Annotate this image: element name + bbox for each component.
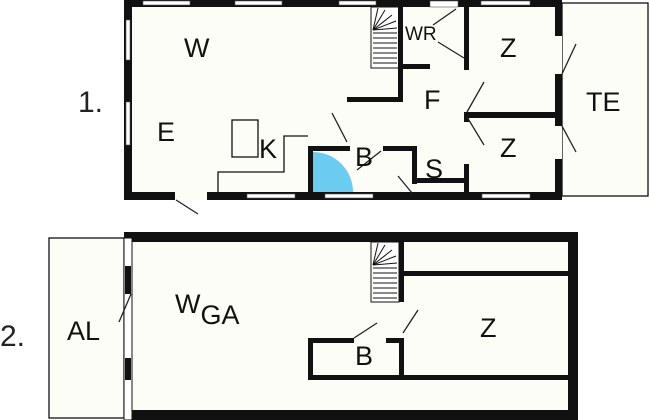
wall-bath <box>308 338 313 380</box>
room-label-living: W <box>184 33 210 63</box>
hall-door[interactable] <box>331 112 348 143</box>
window <box>234 0 283 6</box>
wc-door[interactable] <box>437 41 465 59</box>
wall-top <box>124 232 578 242</box>
window <box>142 0 191 6</box>
bedroom-door[interactable] <box>466 116 485 146</box>
entrance-door[interactable] <box>175 199 199 215</box>
room-label-terrace: TE <box>586 87 621 117</box>
floor-2-number: 2. <box>0 320 25 353</box>
wall-storage <box>402 271 568 276</box>
bedroom-door[interactable] <box>466 81 485 113</box>
shower-door[interactable] <box>397 175 413 194</box>
window <box>480 0 531 6</box>
wall-bath <box>308 146 350 151</box>
terrace-door-gap <box>555 36 562 74</box>
room-label-wc: WR <box>405 24 437 45</box>
wall-stair <box>399 242 404 302</box>
staircase <box>370 6 400 69</box>
room-label-bath: B <box>355 142 373 172</box>
wc-door[interactable] <box>432 8 457 26</box>
room-label-bedroom: Z <box>480 313 497 343</box>
wall-left-glazed <box>123 237 133 420</box>
staircase <box>370 241 400 303</box>
wall-right <box>555 0 562 200</box>
room-label-gallery-main: W <box>175 289 201 319</box>
terrace-outline <box>561 2 649 197</box>
window <box>125 101 131 146</box>
wall-stair <box>398 5 403 102</box>
room-label-shower: S <box>425 154 443 184</box>
wall <box>347 97 403 102</box>
window <box>481 193 531 199</box>
room-label-bedroom: Z <box>500 33 517 63</box>
terrace-door[interactable] <box>561 125 577 153</box>
floor-1: 1. W E K B S F Z Z TE WR <box>78 0 649 215</box>
balcony-outline <box>48 237 125 419</box>
room-label-dining: E <box>157 117 175 147</box>
wall-shower <box>412 178 467 183</box>
wall-right <box>568 232 578 420</box>
kitchen-counter <box>217 135 308 192</box>
room-label-gallery: WGA <box>175 289 240 330</box>
entrance-gap <box>175 192 207 200</box>
room-label-kitchen: K <box>259 134 277 164</box>
window <box>338 0 377 6</box>
wall-bath <box>399 338 404 380</box>
kitchen-appliance <box>231 119 259 158</box>
room-label-balcony: AL <box>67 316 100 346</box>
window <box>324 193 374 199</box>
room-label-gallery-sub: GA <box>200 300 239 330</box>
wall-bath <box>386 338 404 343</box>
bath-door[interactable] <box>356 150 382 171</box>
wall-left <box>124 0 132 200</box>
terrace-door-gap <box>555 126 562 159</box>
wall-bath <box>412 146 417 184</box>
window <box>429 0 459 8</box>
room-label-bath: B <box>355 341 373 371</box>
wall-bottom <box>124 410 578 420</box>
floor-2-area <box>124 232 578 420</box>
terrace-door[interactable] <box>561 43 577 75</box>
wall-bath <box>308 338 354 343</box>
window <box>246 193 296 199</box>
wall <box>464 0 469 70</box>
wall-bedroom-bottom <box>308 375 568 380</box>
room-label-bedroom: Z <box>500 133 517 163</box>
shower-tray <box>313 152 353 192</box>
floor-1-number: 1. <box>78 86 103 119</box>
bath-door[interactable] <box>353 322 378 339</box>
wall-bedroom-divider <box>464 112 557 118</box>
wall-pier <box>125 266 131 294</box>
bedroom-door[interactable] <box>402 309 419 334</box>
wall-bath <box>383 146 417 151</box>
wall-bath <box>308 146 313 194</box>
wall-wc <box>403 64 430 69</box>
room-label-hall: F <box>424 85 441 115</box>
floor-2: 2. WGA AL B Z <box>0 232 578 420</box>
balcony-door[interactable] <box>118 293 132 323</box>
window <box>125 19 131 61</box>
wall-pier <box>125 358 131 380</box>
